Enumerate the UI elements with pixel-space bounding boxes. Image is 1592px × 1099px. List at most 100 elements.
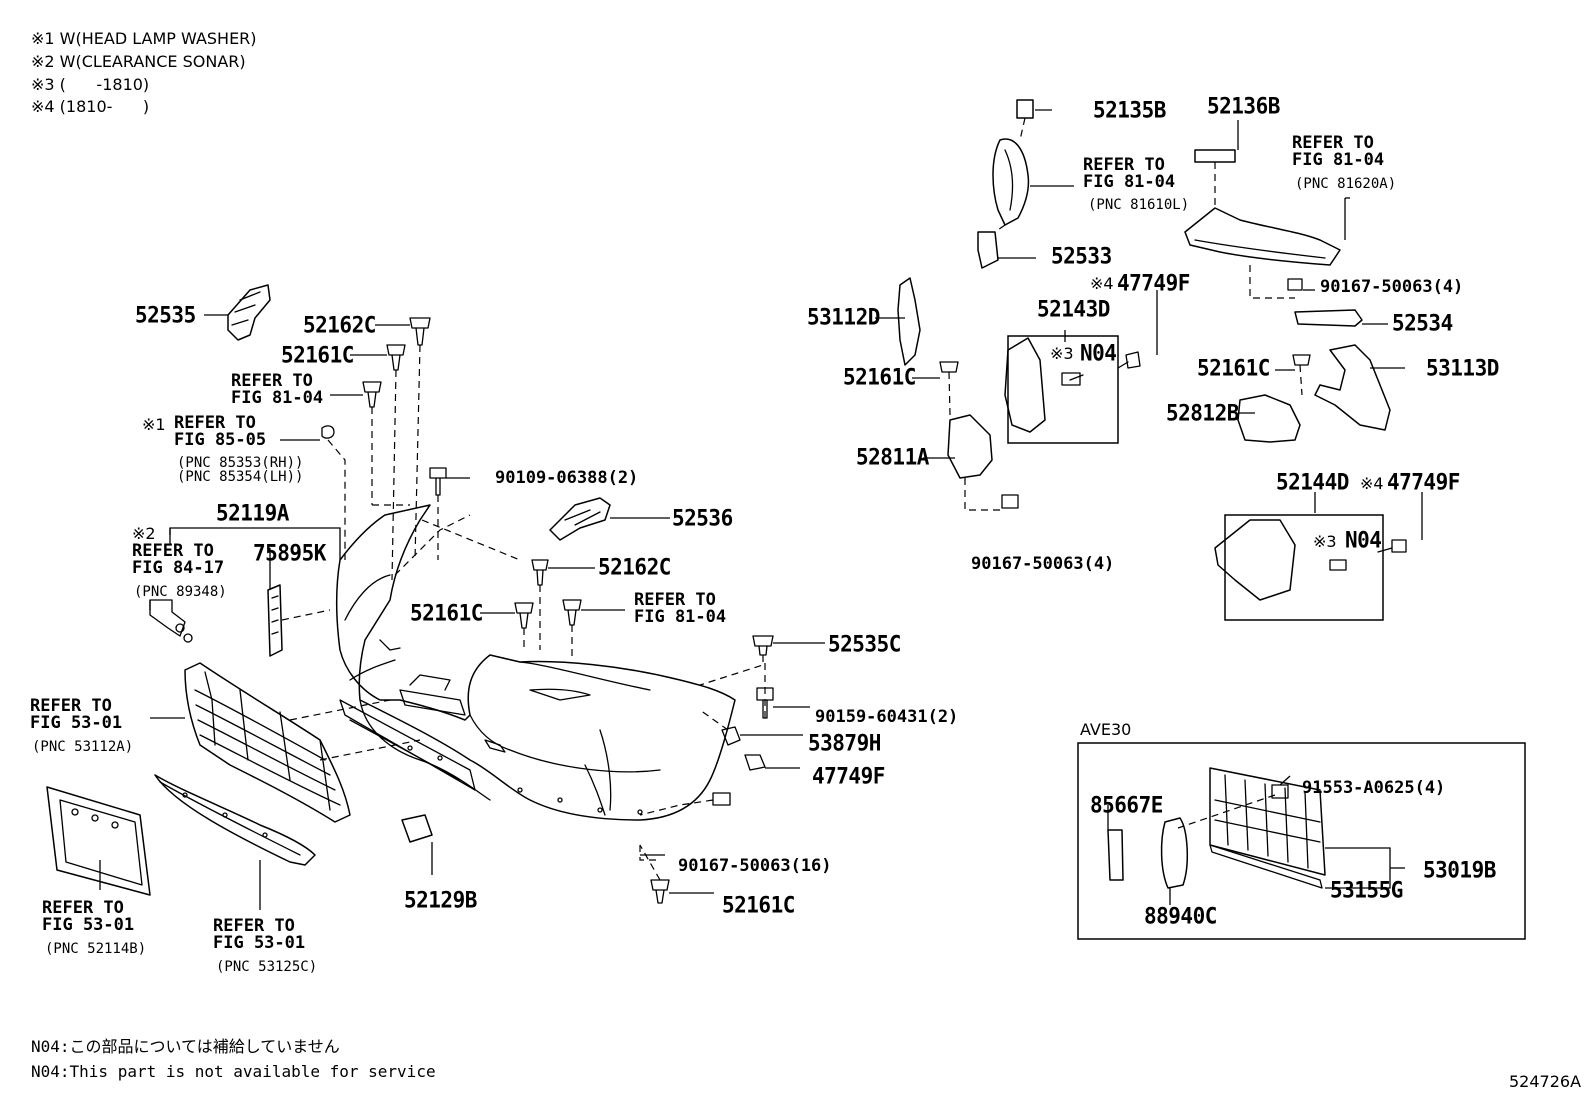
- part-52533-shape: [977, 231, 999, 269]
- lamp-81620a-shape: [1184, 207, 1341, 266]
- part-label-47749f-a: 47749F: [1117, 270, 1190, 296]
- sensor-bracket-shape: [149, 599, 186, 637]
- box-52143d: [1007, 335, 1119, 444]
- part-52144d-shape: [1214, 519, 1296, 601]
- part-label-52161c-right: 52161C: [1197, 355, 1270, 381]
- part-52135b-shape: [1016, 99, 1034, 119]
- part-label-53155g: 53155G: [1330, 877, 1403, 903]
- part-label-88940c: 88940C: [1144, 903, 1217, 929]
- ref-fig-81-04-b: REFER TO FIG 81-04: [1292, 133, 1385, 170]
- part-label-90167-16: 90167-50063(16): [678, 856, 832, 876]
- bumper-cover-shape: [335, 504, 736, 821]
- mark-note-4-b: ※4: [1360, 474, 1384, 493]
- washer-cap-shape: [321, 425, 335, 439]
- part-label-52161c-b: 52161C: [410, 600, 483, 626]
- ref-pnc-53112a: (PNC 53112A): [32, 739, 134, 755]
- ref-pnc-81620a: (PNC 81620A): [1295, 176, 1397, 192]
- ref-fig-53-01-b: REFER TO FIG 53-01: [42, 898, 135, 935]
- part-label-47749f-b: 47749F: [1387, 469, 1460, 495]
- part-label-52162c-b: 52162C: [598, 554, 671, 580]
- inset-box-ave30: [1077, 742, 1526, 940]
- lamp-81610l-shape: [992, 138, 1030, 226]
- part-label-52161c-c: 52161C: [722, 892, 795, 918]
- part-label-52535c: 52535C: [828, 631, 901, 657]
- mark-note-3-a: ※3: [1050, 344, 1074, 363]
- mark-note-4-a: ※4: [1090, 274, 1114, 293]
- ref-fig-53-01-a: REFER TO FIG 53-01: [30, 696, 123, 733]
- part-52143d-shape: [1004, 337, 1046, 433]
- part-label-47749f-c: 47749F: [812, 763, 885, 789]
- figure-id: 524726A: [1509, 1072, 1582, 1091]
- bracket-52535-shape: [227, 284, 271, 341]
- part-label-75895k: 75895K: [253, 540, 326, 566]
- ref-fig-81-04-a: REFER TO FIG 81-04: [1083, 155, 1176, 192]
- ref-pnc-52114b: (PNC 52114B): [45, 941, 147, 957]
- part-label-52811a: 52811A: [856, 444, 929, 470]
- part-label-53112d: 53112D: [807, 304, 880, 330]
- strip-75895k-shape: [267, 584, 283, 657]
- note-3: ※3 ( -1810): [31, 75, 150, 94]
- part-label-52536: 52536: [672, 505, 733, 531]
- inset-85667e-shape: [1107, 829, 1124, 881]
- part-label-53113d: 53113D: [1426, 355, 1499, 381]
- part-52136b-shape: [1194, 149, 1236, 163]
- ref-pnc-89348: (PNC 89348): [134, 584, 227, 600]
- part-label-91553: 91553-A0625(4): [1302, 778, 1446, 798]
- bracket-52536-shape: [549, 497, 611, 541]
- mark-note-2: ※2: [132, 524, 156, 543]
- part-52811a-shape: [947, 414, 993, 479]
- license-bracket-shape: [46, 786, 151, 896]
- footer-note-jp: N04:この部品については補給していません: [31, 1037, 340, 1056]
- inset-title: AVE30: [1080, 720, 1132, 739]
- ref-fig-85-05: REFER TO FIG 85-05: [174, 413, 267, 450]
- part-label-90167-4-b: 90167-50063(4): [971, 554, 1115, 574]
- part-label-52533: 52533: [1051, 243, 1112, 269]
- note-2: ※2 W(CLEARANCE SONAR): [31, 52, 246, 71]
- part-label-85667e: 85667E: [1090, 792, 1163, 818]
- ref-pnc-53125c: (PNC 53125C): [216, 959, 318, 975]
- part-label-90167-4-a: 90167-50063(4): [1320, 277, 1464, 297]
- part-label-52161c-a: 52161C: [281, 342, 354, 368]
- part-52534-shape: [1294, 309, 1363, 327]
- part-label-52161c-mid: 52161C: [843, 364, 916, 390]
- ref-pnc-81610l: (PNC 81610L): [1088, 197, 1190, 213]
- ref-fig-53-01-c: REFER TO FIG 53-01: [213, 916, 306, 953]
- box-52144d: [1224, 514, 1384, 621]
- part-label-52135b: 52135B: [1093, 97, 1166, 123]
- footer-note-en: N04:This part is not available for servi…: [31, 1062, 436, 1081]
- part-label-52812b: 52812B: [1166, 400, 1239, 426]
- part-52812b-shape: [1237, 394, 1301, 443]
- leader-lines: [99, 109, 1423, 910]
- part-label-52136b: 52136B: [1207, 93, 1280, 119]
- inset-88940c-shape: [1160, 817, 1189, 889]
- part-53112d-shape: [897, 277, 921, 366]
- note-1: ※1 W(HEAD LAMP WASHER): [31, 29, 257, 48]
- part-label-52144d: 52144D: [1276, 469, 1349, 495]
- part-label-52535: 52535: [135, 302, 196, 328]
- part-53113d-shape: [1314, 344, 1391, 431]
- part-label-52534: 52534: [1392, 310, 1453, 336]
- part-label-52119a: 52119A: [216, 500, 289, 526]
- ref-fig-84-17: REFER TO FIG 84-17: [132, 541, 225, 578]
- part-label-90159: 90159-60431(2): [815, 707, 959, 727]
- ref-fig-81-04-c: REFER TO FIG 81-04: [231, 371, 324, 408]
- dashed-lines: [281, 117, 1303, 881]
- lower-molding-shape: [154, 774, 316, 866]
- part-label-53879h: 53879H: [808, 730, 881, 756]
- mark-note-1: ※1: [142, 415, 166, 434]
- part-label-90109: 90109-06388(2): [495, 468, 639, 488]
- part-label-52162c-a: 52162C: [303, 312, 376, 338]
- mark-note-3-b: ※3: [1313, 532, 1337, 551]
- n04-label-a: N04: [1080, 340, 1117, 366]
- part-label-53019b: 53019B: [1423, 857, 1496, 883]
- n04-label-b: N04: [1345, 527, 1382, 553]
- part-label-52129b: 52129B: [404, 887, 477, 913]
- ref-fig-81-04-d: REFER TO FIG 81-04: [634, 590, 727, 627]
- note-4: ※4 (1810- ): [31, 97, 150, 116]
- lower-grille-shape: [184, 662, 351, 823]
- part-label-52143d: 52143D: [1037, 296, 1110, 322]
- cap-52129b-shape: [401, 814, 433, 843]
- ref-pnc-85353-85354: (PNC 85353(RH)) (PNC 85354(LH)): [177, 455, 304, 485]
